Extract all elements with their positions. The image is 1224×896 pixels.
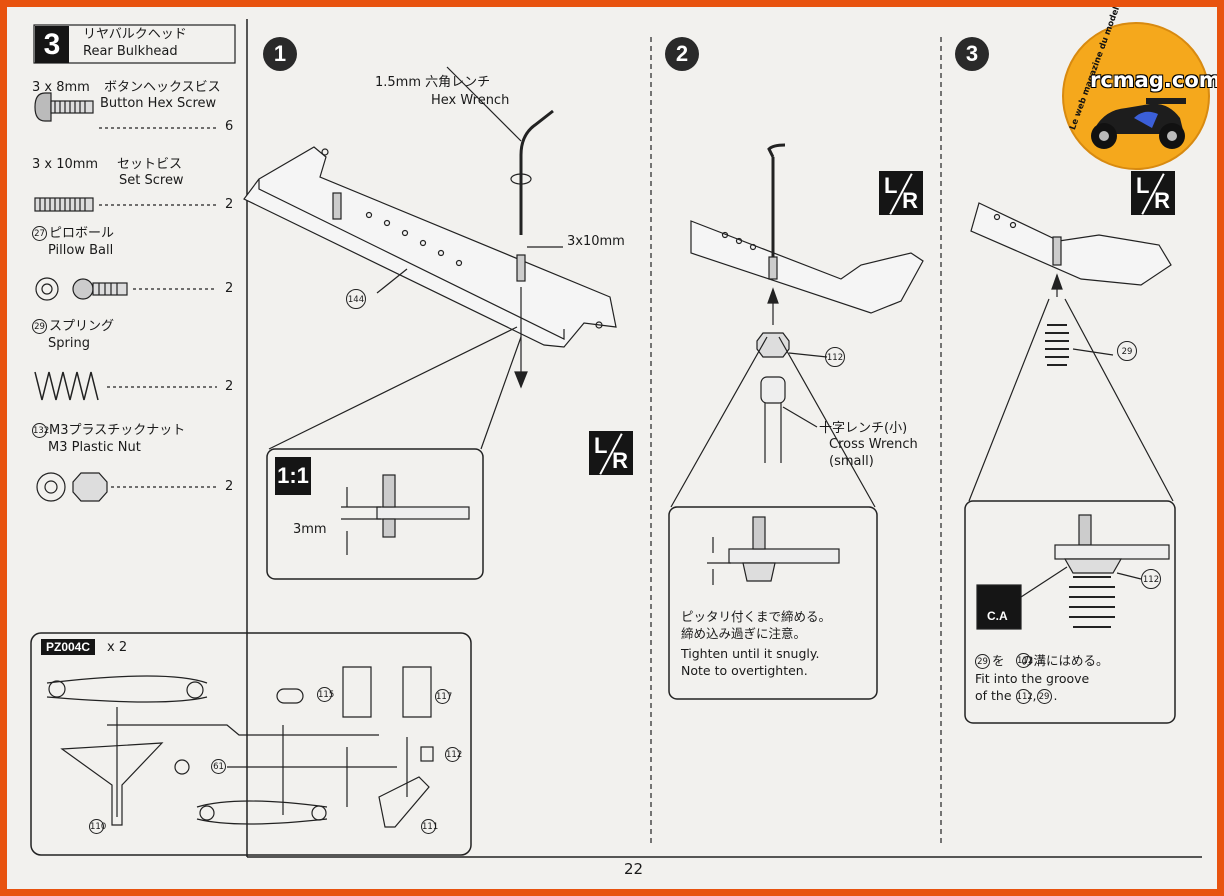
part-3-ref: 27 [32, 226, 47, 241]
scale-badge: 1:1 [275, 457, 311, 495]
step-header-box [33, 24, 236, 64]
step-title-jp: リヤバルクヘッド [83, 27, 187, 42]
part-1-name-en: Button Hex Screw [100, 96, 217, 111]
sprue-label-111: 111 [421, 819, 438, 834]
sprue-code: PZ004C [41, 639, 96, 655]
part-2-name-en: Set Screw [119, 173, 184, 188]
substep-1-marker: 1 [263, 37, 297, 71]
part-5-name-en: M3 Plastic Nut [48, 440, 141, 455]
note3-en-1: Fit into the groove [975, 671, 1090, 686]
part-5-ref: 132 [32, 423, 49, 438]
sprue-count: x 2 [107, 640, 128, 655]
sprue-box [30, 632, 472, 856]
part-ref-144: 144 [346, 289, 366, 309]
logo-brand: rcmag.com [1090, 68, 1217, 92]
sprue-label-117: 117 [435, 689, 452, 704]
sprue-label-61: 61 [211, 759, 226, 774]
part-ref-29: 29 [1117, 341, 1137, 361]
detail-box-1 [266, 448, 484, 580]
note3-en-2: of the 112,29. [975, 688, 1058, 704]
part-3-qty: 2 [225, 281, 234, 296]
note2-jp-2: 締め込み過ぎに注意。 [681, 626, 807, 641]
hex-wrench-jp: 1.5mm 六角レンチ [375, 75, 491, 90]
cross-wrench-jp: 十字レンチ(小) [819, 421, 908, 436]
note3-jp-nut-ref: 112 [1016, 653, 1033, 668]
part-ref-112-step2: 112 [825, 347, 845, 367]
ca-glue-label: C.A [987, 609, 1008, 623]
step-number-badge: 3 [35, 26, 69, 63]
part-4-ref: 29 [32, 319, 47, 334]
sprue-label-112: 112 [445, 747, 462, 762]
sprue-label-110: 110 [89, 819, 106, 834]
part-1-qty: 6 [225, 119, 234, 134]
note2-en-2: Note to overtighten. [681, 663, 808, 678]
part-5-name-jp: 132M3プラスチックナット [32, 423, 186, 438]
screw-label: 3x10mm [567, 234, 625, 249]
substep-3-marker: 3 [955, 37, 989, 71]
substep-2-marker: 2 [665, 37, 699, 71]
hex-wrench-en: Hex Wrench [431, 93, 510, 108]
cross-wrench-en: Cross Wrench [829, 437, 918, 452]
part-3-name-en: Pillow Ball [48, 243, 114, 258]
part-ref-112-step3: 112 [1141, 569, 1161, 589]
part-4-name-en: Spring [48, 336, 90, 351]
step-title-en: Rear Bulkhead [83, 44, 178, 59]
logo-art [1091, 98, 1186, 149]
part-2-name-jp: セットビス [117, 157, 183, 172]
manual-page: 3 リヤバルクヘッド Rear Bulkhead 3 x 8mm ボタンヘックス… [7, 7, 1217, 889]
part-1-name-jp: ボタンヘックスビス [104, 80, 221, 95]
page-number: 22 [624, 860, 644, 878]
line-art [30, 19, 1202, 858]
sprue-label-115: 115 [317, 687, 334, 702]
step-number: 3 [43, 28, 61, 61]
part-4-qty: 2 [225, 379, 234, 394]
rcmag-logo: Le web magazine du modelisme rcmag.com [1062, 7, 1217, 170]
detail-box-2 [668, 506, 878, 700]
note2-en-1: Tighten until it snugly. [681, 646, 820, 661]
part-5-qty: 2 [225, 479, 234, 494]
note2-jp-1: ピッタリ付くまで締める。 [681, 609, 832, 624]
cross-wrench-size: (small) [829, 454, 874, 469]
part-2-qty: 2 [225, 197, 234, 212]
part-2-size: 3 x 10mm [32, 157, 99, 172]
dim-label: 3mm [293, 522, 327, 537]
detail-box-3 [964, 500, 1176, 724]
part-1-size: 3 x 8mm [32, 80, 90, 95]
